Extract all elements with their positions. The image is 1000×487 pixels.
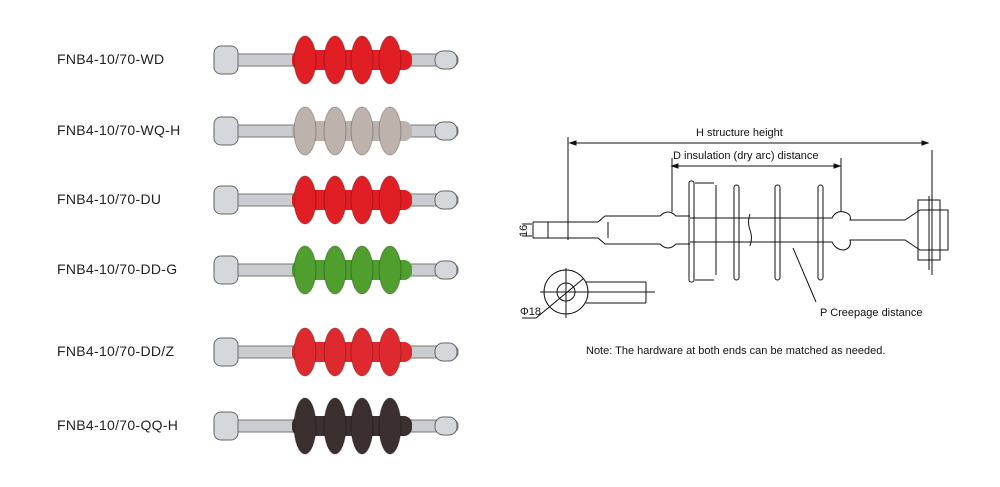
- shed: [378, 327, 402, 377]
- end-fitting-right: [434, 121, 458, 141]
- shed: [293, 327, 317, 377]
- shed-1: [688, 180, 695, 283]
- shed: [293, 175, 317, 225]
- product-model-label: FNB4-10/70-WQ-H: [57, 122, 181, 138]
- p-label: P Creepage distance: [820, 307, 923, 319]
- shed: [350, 245, 374, 295]
- shed-3: [774, 184, 781, 281]
- product-model-label: FNB4-10/70-QQ-H: [57, 417, 179, 433]
- end-fitting-left: [213, 411, 239, 441]
- shed: [323, 327, 347, 377]
- product-model-label: FNB4-10/70-DD/Z: [57, 343, 175, 359]
- d-label: D insulation (dry arc) distance: [673, 150, 819, 162]
- shed: [378, 245, 402, 295]
- shed: [293, 245, 317, 295]
- eye-detail-lines: [522, 268, 655, 319]
- d-arrowheads: [670, 163, 842, 169]
- shed: [350, 35, 374, 85]
- shed-2: [733, 184, 740, 281]
- shed: [323, 106, 347, 156]
- end-fitting-left: [213, 116, 239, 146]
- product-model-label: FNB4-10/70-WD: [57, 51, 165, 67]
- shed: [350, 175, 374, 225]
- shed: [350, 397, 374, 455]
- shed: [350, 106, 374, 156]
- end-fitting-left: [213, 255, 239, 285]
- shed: [293, 35, 317, 85]
- shed: [323, 175, 347, 225]
- shed: [378, 35, 402, 85]
- shed-4: [817, 184, 824, 281]
- shed: [293, 106, 317, 156]
- shed: [323, 245, 347, 295]
- end-fitting-right: [434, 190, 458, 210]
- end-fitting-right: [434, 260, 458, 280]
- left-fitting: [533, 211, 690, 249]
- h-arrowheads: [568, 140, 930, 146]
- shaft: [690, 209, 949, 251]
- end-fitting-left: [213, 337, 239, 367]
- shed: [350, 327, 374, 377]
- shed: [323, 35, 347, 85]
- break-mark: [748, 213, 752, 247]
- shed: [323, 397, 347, 455]
- shed: [378, 175, 402, 225]
- end-fitting-right: [434, 416, 458, 436]
- end-fitting-right: [434, 342, 458, 362]
- note-text: Note: The hardware at both ends can be m…: [586, 345, 885, 357]
- dim-16-label: 16: [518, 225, 530, 237]
- shed: [293, 397, 317, 455]
- end-fitting-right: [434, 50, 458, 70]
- creepage-leader: [792, 247, 817, 303]
- h-label: H structure height: [696, 127, 783, 139]
- shed-dim-ext: [695, 182, 714, 281]
- product-model-label: FNB4-10/70-DD-G: [57, 261, 178, 277]
- shed: [378, 397, 402, 455]
- shed: [378, 106, 402, 156]
- end-fitting-left: [213, 185, 239, 215]
- product-model-label: FNB4-10/70-DU: [57, 191, 162, 207]
- phi18-label: Φ18: [520, 306, 541, 318]
- end-fitting-left: [213, 45, 239, 75]
